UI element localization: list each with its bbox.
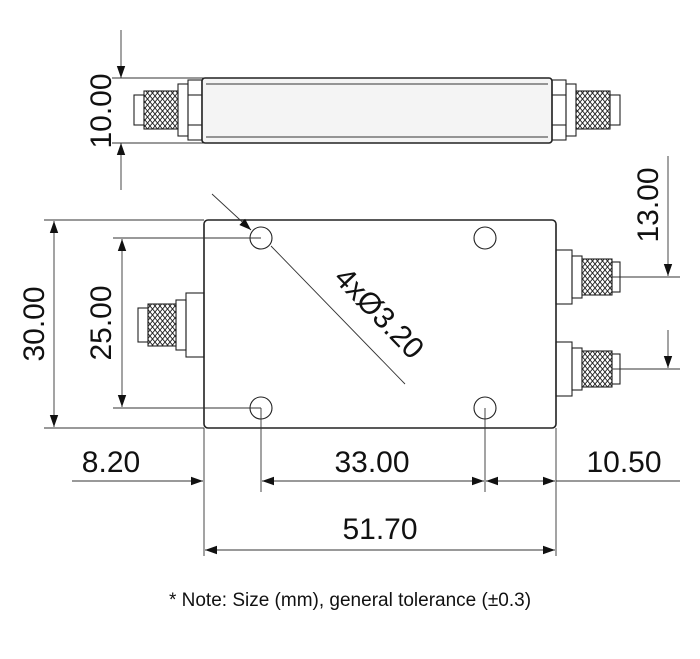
side-height-label: 10.00 (85, 73, 118, 148)
input-connector (137, 292, 205, 358)
hole-callout-label: 4xØ3.20 (328, 261, 431, 366)
horizontal-offsets-dimension: 8.20 33.00 10.50 (72, 446, 680, 486)
hole-callout: 4xØ3.20 (211, 193, 431, 385)
hole-vertical-label: 25.00 (85, 285, 118, 360)
side-height-dimension: 10.00 (85, 30, 206, 190)
body-height-label: 30.00 (18, 286, 51, 361)
tolerance-note: * Note: Size (mm), general tolerance (±0… (168, 590, 532, 611)
body-height-dimension: 30.00 (18, 219, 204, 429)
left-offset-label: 8.20 (82, 446, 140, 479)
right-offset-label: 10.50 (586, 446, 661, 479)
side-body (201, 77, 553, 144)
side-view: 10.00 (85, 30, 621, 190)
body-width-dimension: 51.70 (205, 513, 555, 555)
side-left-connector (133, 79, 203, 141)
hole-vertical-dimension: 25.00 (85, 237, 261, 409)
output-connector-2 (555, 341, 621, 397)
mounting-hole (473, 226, 497, 250)
connector-spacing-dimension: 13.00 (612, 156, 680, 370)
side-right-connector (551, 79, 621, 141)
hole-horizontal-label: 33.00 (334, 446, 409, 479)
body-width-label: 51.70 (342, 513, 417, 546)
connector-spacing-label: 13.00 (632, 167, 665, 242)
top-view: 30.00 25.00 13.00 4xØ3.20 (18, 156, 680, 556)
output-connector-1 (555, 249, 621, 305)
